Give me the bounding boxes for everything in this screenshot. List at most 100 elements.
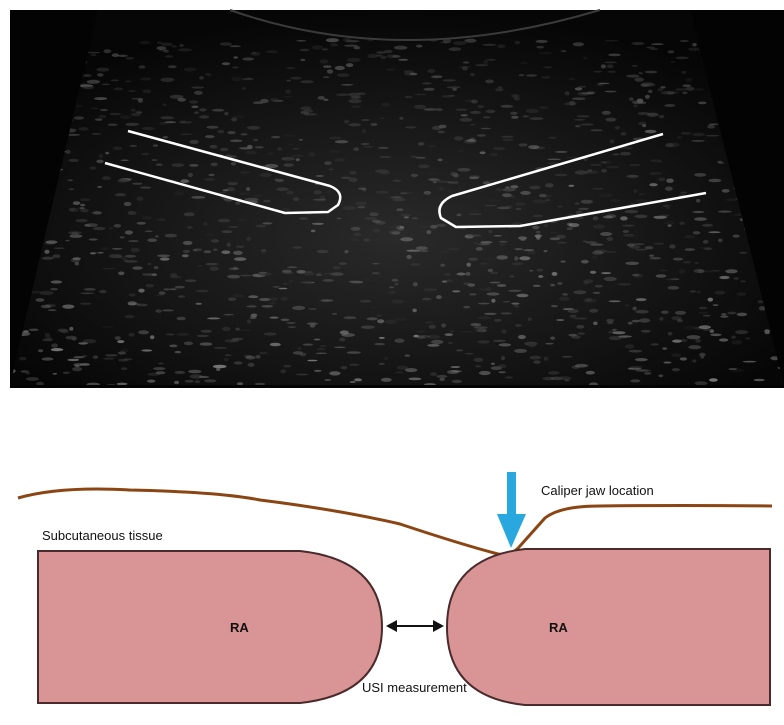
speckle: [476, 247, 483, 251]
speckle: [498, 86, 503, 88]
speckle: [496, 255, 508, 259]
speckle: [458, 150, 464, 152]
speckle: [628, 322, 633, 325]
speckle: [729, 368, 738, 370]
speckle: [679, 222, 685, 225]
speckle: [297, 347, 302, 350]
speckle: [427, 344, 439, 347]
speckle: [630, 379, 640, 382]
speckle: [501, 356, 505, 360]
speckle: [545, 343, 554, 345]
speckle: [125, 230, 133, 234]
speckle: [468, 283, 475, 286]
speckle: [731, 336, 736, 339]
speckle: [545, 199, 550, 201]
speckle: [519, 143, 528, 146]
speckle: [533, 285, 541, 287]
speckle: [502, 329, 507, 333]
speckle: [26, 377, 39, 381]
speckle: [121, 367, 127, 370]
speckle: [72, 367, 82, 371]
speckle: [72, 337, 77, 341]
speckle: [80, 209, 89, 213]
speckle: [230, 45, 241, 47]
speckle: [189, 164, 198, 167]
speckle: [486, 110, 496, 114]
speckle: [259, 272, 268, 274]
speckle: [607, 71, 616, 73]
speckle: [484, 313, 497, 315]
speckle: [51, 348, 63, 351]
speckle: [296, 40, 306, 42]
speckle: [200, 342, 213, 345]
speckle: [610, 139, 615, 143]
speckle: [495, 88, 504, 91]
speckle: [392, 279, 399, 282]
speckle: [765, 333, 770, 335]
speckle: [423, 88, 434, 91]
speckle: [485, 205, 497, 207]
speckle: [631, 42, 644, 45]
speckle: [404, 216, 409, 218]
speckle: [184, 212, 195, 216]
speckle: [211, 239, 219, 242]
speckle: [447, 86, 461, 88]
speckle: [312, 223, 324, 225]
speckle: [221, 230, 232, 233]
speckle: [589, 309, 598, 313]
speckle: [581, 260, 589, 264]
speckle: [519, 74, 525, 76]
speckle: [248, 295, 258, 298]
speckle: [231, 162, 236, 165]
speckle: [556, 319, 564, 321]
speckle: [191, 86, 204, 88]
speckle: [101, 84, 110, 86]
speckle: [392, 300, 404, 304]
speckle: [175, 286, 185, 289]
speckle: [140, 77, 151, 80]
speckle: [426, 230, 431, 234]
speckle: [137, 304, 148, 307]
speckle: [401, 214, 411, 217]
speckle: [68, 159, 79, 162]
speckle: [100, 109, 108, 111]
speckle: [234, 257, 246, 261]
speckle: [216, 368, 220, 371]
speckle: [259, 352, 268, 355]
speckle: [287, 266, 297, 268]
speckle: [243, 57, 255, 60]
speckle: [184, 68, 197, 72]
speckle: [658, 374, 663, 377]
speckle: [125, 260, 138, 263]
speckle: [101, 247, 109, 250]
speckle: [694, 88, 704, 90]
speckle: [561, 356, 572, 358]
speckle: [270, 317, 279, 319]
speckle: [253, 101, 264, 104]
speckle: [308, 152, 315, 156]
speckle: [392, 198, 405, 202]
speckle: [501, 136, 514, 138]
speckle: [278, 148, 282, 151]
speckle: [117, 383, 128, 386]
speckle: [479, 288, 489, 291]
speckle: [613, 154, 620, 156]
speckle: [412, 309, 417, 313]
speckle: [156, 294, 163, 296]
speckle: [73, 201, 80, 205]
speckle: [456, 214, 461, 217]
speckle: [160, 116, 174, 119]
speckle: [112, 248, 122, 250]
speckle: [497, 284, 506, 287]
speckle: [695, 339, 701, 343]
speckle: [152, 273, 158, 276]
speckle: [575, 87, 582, 90]
speckle: [206, 126, 218, 129]
speckle: [63, 372, 70, 374]
speckle: [45, 333, 51, 337]
speckle: [366, 279, 370, 282]
speckle: [511, 116, 519, 119]
speckle: [225, 339, 238, 343]
speckle: [147, 380, 155, 383]
